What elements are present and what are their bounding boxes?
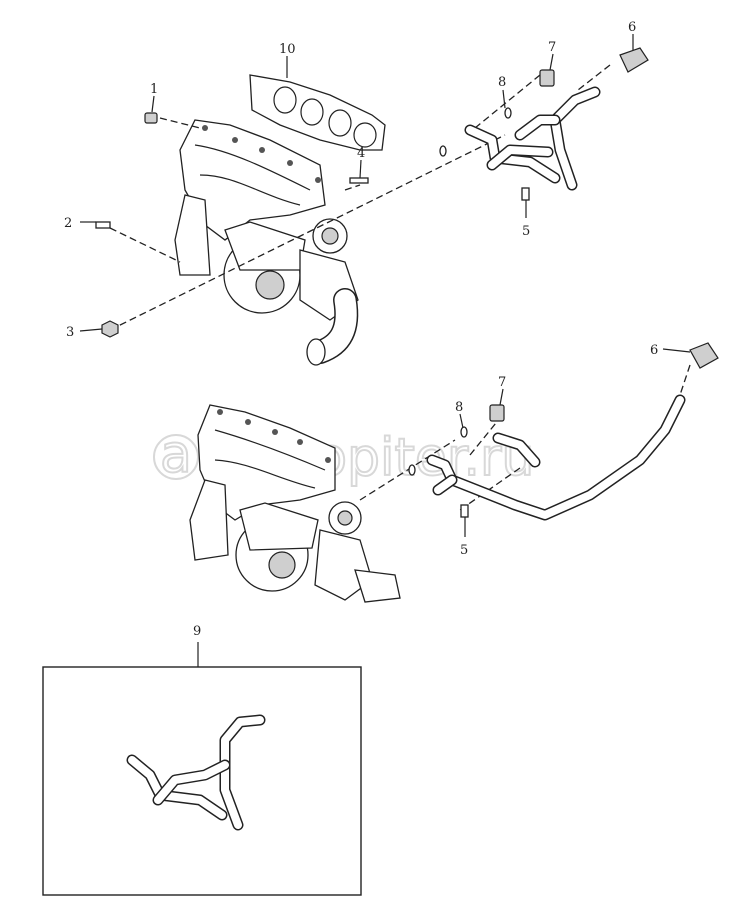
coolant-pipe-upper (464, 86, 601, 191)
callout-3: 3 (66, 325, 74, 340)
coolant-pipe-inset (126, 714, 266, 831)
callout-7: 7 (548, 40, 556, 55)
svg-text:a: a (160, 425, 192, 485)
turbo-bracket (174, 194, 211, 276)
stud-4 (349, 177, 369, 184)
exhaust-manifold-lower (197, 404, 336, 521)
callout-6-lower: 6 (650, 343, 658, 358)
upper-assembly: 10 1 2 3 4 5 6 7 8 (64, 20, 649, 366)
manifold-gasket (249, 74, 386, 151)
bolt-5 (521, 187, 530, 201)
callout-1: 1 (150, 82, 158, 97)
callout-7-lower: 7 (498, 375, 506, 390)
coolant-pipe-lower (426, 394, 686, 521)
lower-assembly: 6 7 8 5 (189, 342, 719, 603)
callout-5: 5 (522, 224, 530, 239)
inset-part-9: 9 (42, 624, 362, 896)
fitting-7 (539, 69, 555, 87)
callout-2: 2 (64, 216, 72, 231)
callout-9: 9 (193, 624, 201, 639)
sensor-2 (95, 221, 111, 229)
nut-3 (101, 320, 119, 338)
callout-6: 6 (628, 20, 636, 35)
callout-4: 4 (357, 146, 365, 161)
washer-8 (504, 107, 512, 119)
bolt-1 (144, 112, 158, 124)
callout-10: 10 (279, 42, 296, 57)
clip-6 (619, 47, 649, 73)
callout-8: 8 (498, 75, 506, 90)
callout-5-lower: 5 (460, 543, 468, 558)
inset-frame (42, 666, 362, 896)
callout-8-lower: 8 (455, 400, 463, 415)
